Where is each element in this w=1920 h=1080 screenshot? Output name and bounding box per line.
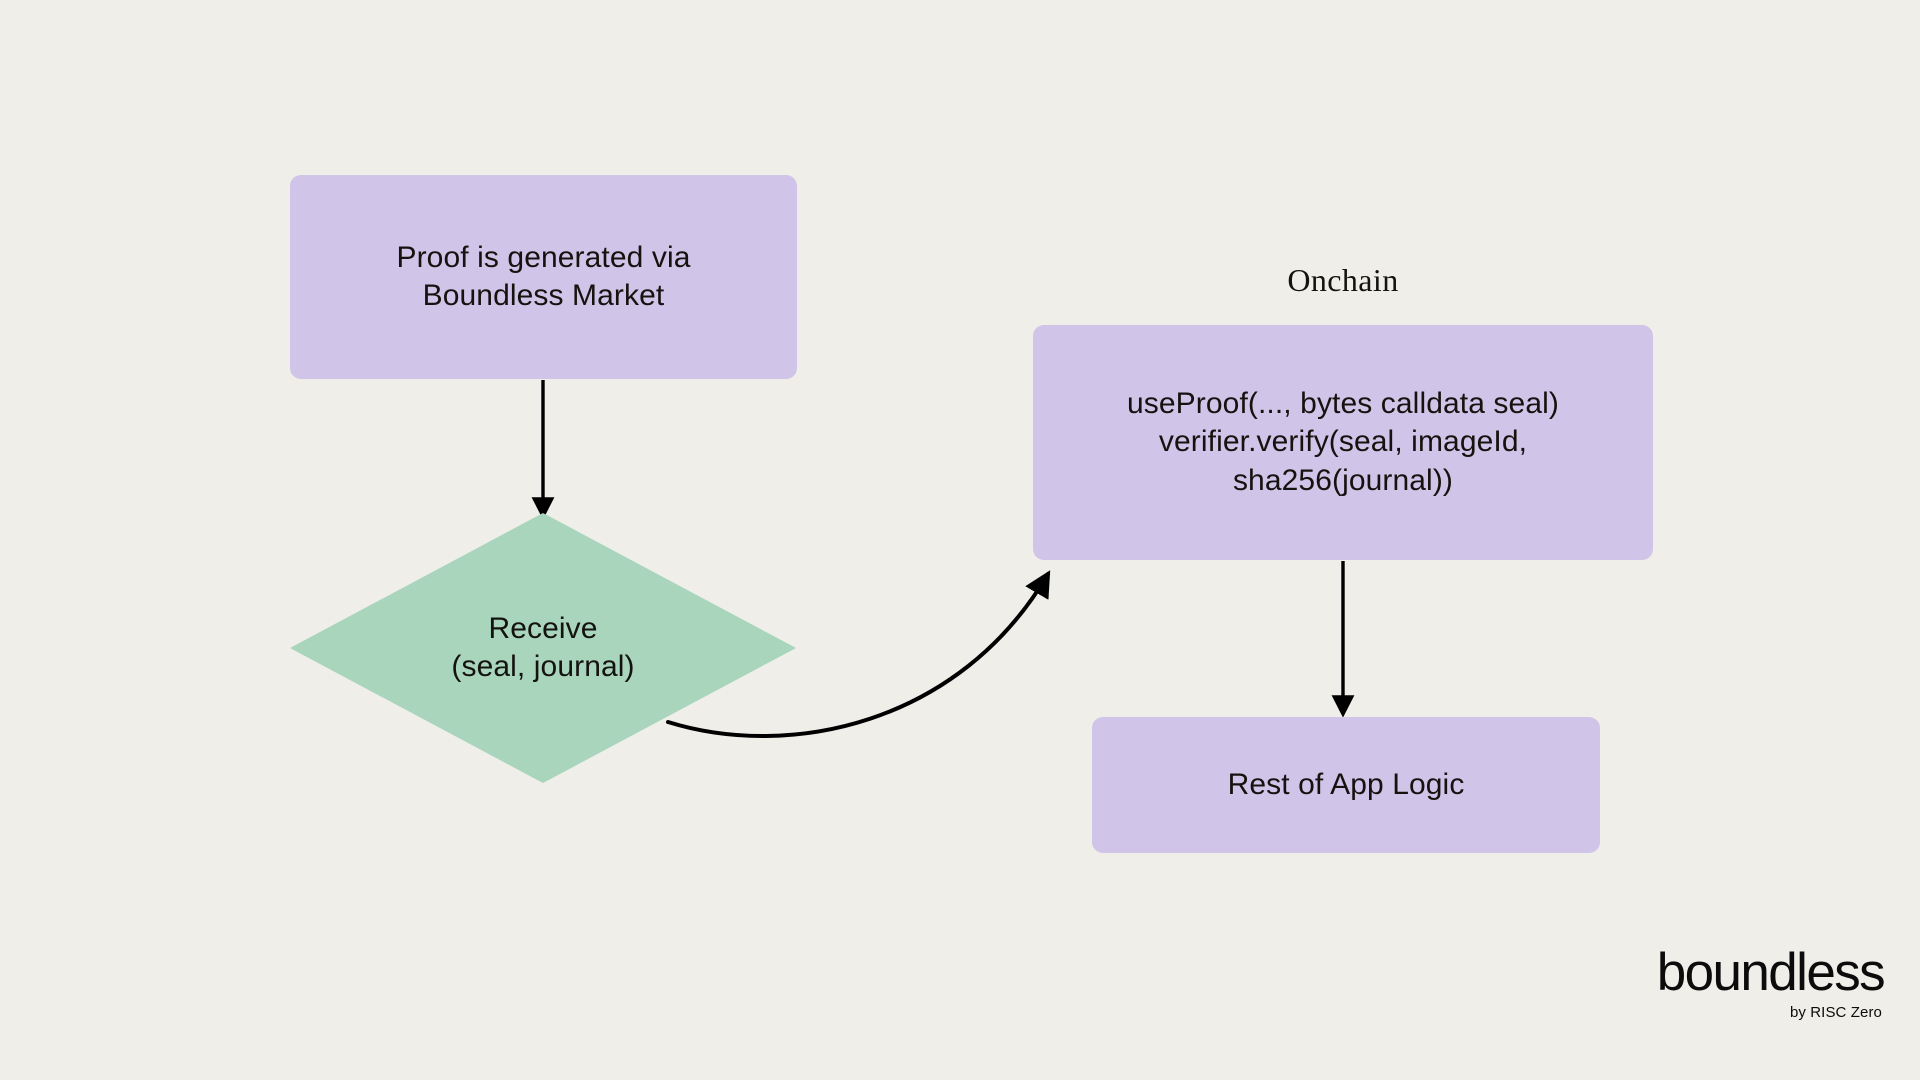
node-rest-of-app-logic-label: Rest of App Logic: [1227, 767, 1465, 801]
group-label-onchain: Onchain: [1287, 262, 1399, 298]
brand-logo: boundless by RISC Zero: [1656, 943, 1886, 1021]
node-proof-generated-label: Proof is generated via Boundless Market: [396, 240, 691, 312]
brand-tagline: by RISC Zero: [1789, 1004, 1882, 1021]
node-use-proof-label: useProof(..., bytes calldata seal) verif…: [1127, 387, 1559, 497]
node-rest-of-app-logic[interactable]: Rest of App Logic: [1092, 717, 1600, 853]
brand-wordmark: boundless: [1656, 943, 1886, 1002]
node-proof-generated[interactable]: Proof is generated via Boundless Market: [290, 175, 797, 379]
node-receive[interactable]: Receive (seal, journal): [290, 513, 796, 783]
node-use-proof[interactable]: useProof(..., bytes calldata seal) verif…: [1033, 325, 1653, 560]
node-receive-label: Receive (seal, journal): [451, 611, 635, 683]
